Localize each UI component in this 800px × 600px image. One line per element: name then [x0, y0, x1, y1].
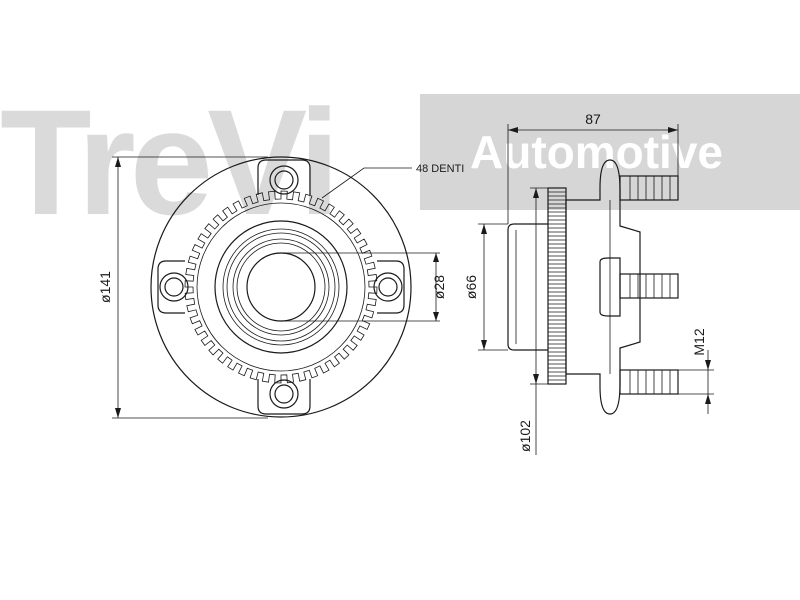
dim-102-arrow-bottom [533, 374, 539, 384]
bore-diameter-label: ø28 [431, 275, 447, 299]
hub-pilot-diameter-label: ø66 [463, 275, 479, 299]
stud-lug-bottom [257, 379, 311, 415]
abs-ring-body [547, 187, 567, 385]
watermark-sub: Automotive [470, 126, 723, 178]
front-view: 48 DENTI ø141 ø28 [97, 156, 464, 419]
mid-boss [599, 257, 621, 317]
abs-ring-diameter-label: ø102 [517, 420, 533, 452]
hub-ring-outer [214, 220, 348, 354]
wheel-stud-top [619, 175, 679, 201]
dim-m12-arrow-bottom [705, 394, 711, 404]
dim-87-arrow-right [668, 127, 678, 133]
dim-28-arrow-top [433, 253, 439, 262]
side-view: 87 ø66 ø102 M12 [463, 111, 714, 455]
dim-141-arrow-top [115, 157, 121, 167]
stud-lug-left [157, 260, 189, 314]
dim-87-arrow-left [508, 127, 518, 133]
overall-width-label: 87 [585, 111, 601, 127]
dim-102-arrow-top [533, 188, 539, 198]
abs-ring-side-teeth [548, 191, 566, 381]
flange-outline [150, 156, 412, 418]
stud-lug-top [257, 159, 311, 195]
watermark-brand: TreVi [0, 78, 334, 246]
stud-thread-label: M12 [691, 328, 707, 355]
tone-ring-teeth-path [184, 190, 378, 384]
watermark-banner [420, 94, 800, 210]
teeth-leader-line [321, 167, 412, 199]
flange-diameter-label: ø141 [97, 271, 113, 303]
stud-lug-right [373, 260, 405, 314]
hub-ring-2 [222, 228, 340, 346]
side-flange [565, 159, 641, 415]
wheel-stud-bottom [619, 369, 679, 395]
tone-ring-inner [196, 202, 366, 372]
dim-141-arrow-bottom [115, 408, 121, 418]
dim-m12-arrow-top [705, 360, 711, 370]
dim-28-arrow-bottom [433, 312, 439, 321]
hub-ring-5 [236, 242, 326, 332]
wheel-stud-middle [619, 273, 679, 299]
hub-ring-4 [232, 238, 330, 336]
dim-66-arrow-top [481, 224, 487, 234]
hub-ring-3 [226, 232, 336, 342]
bore-circle [246, 252, 316, 322]
watermark: TreVi Automotive [0, 78, 800, 246]
dim-66-arrow-bottom [481, 340, 487, 350]
abs-tone-ring-teeth [184, 190, 378, 384]
teeth-count-label: 48 DENTI [416, 163, 464, 175]
hub-pilot-body [507, 223, 548, 351]
